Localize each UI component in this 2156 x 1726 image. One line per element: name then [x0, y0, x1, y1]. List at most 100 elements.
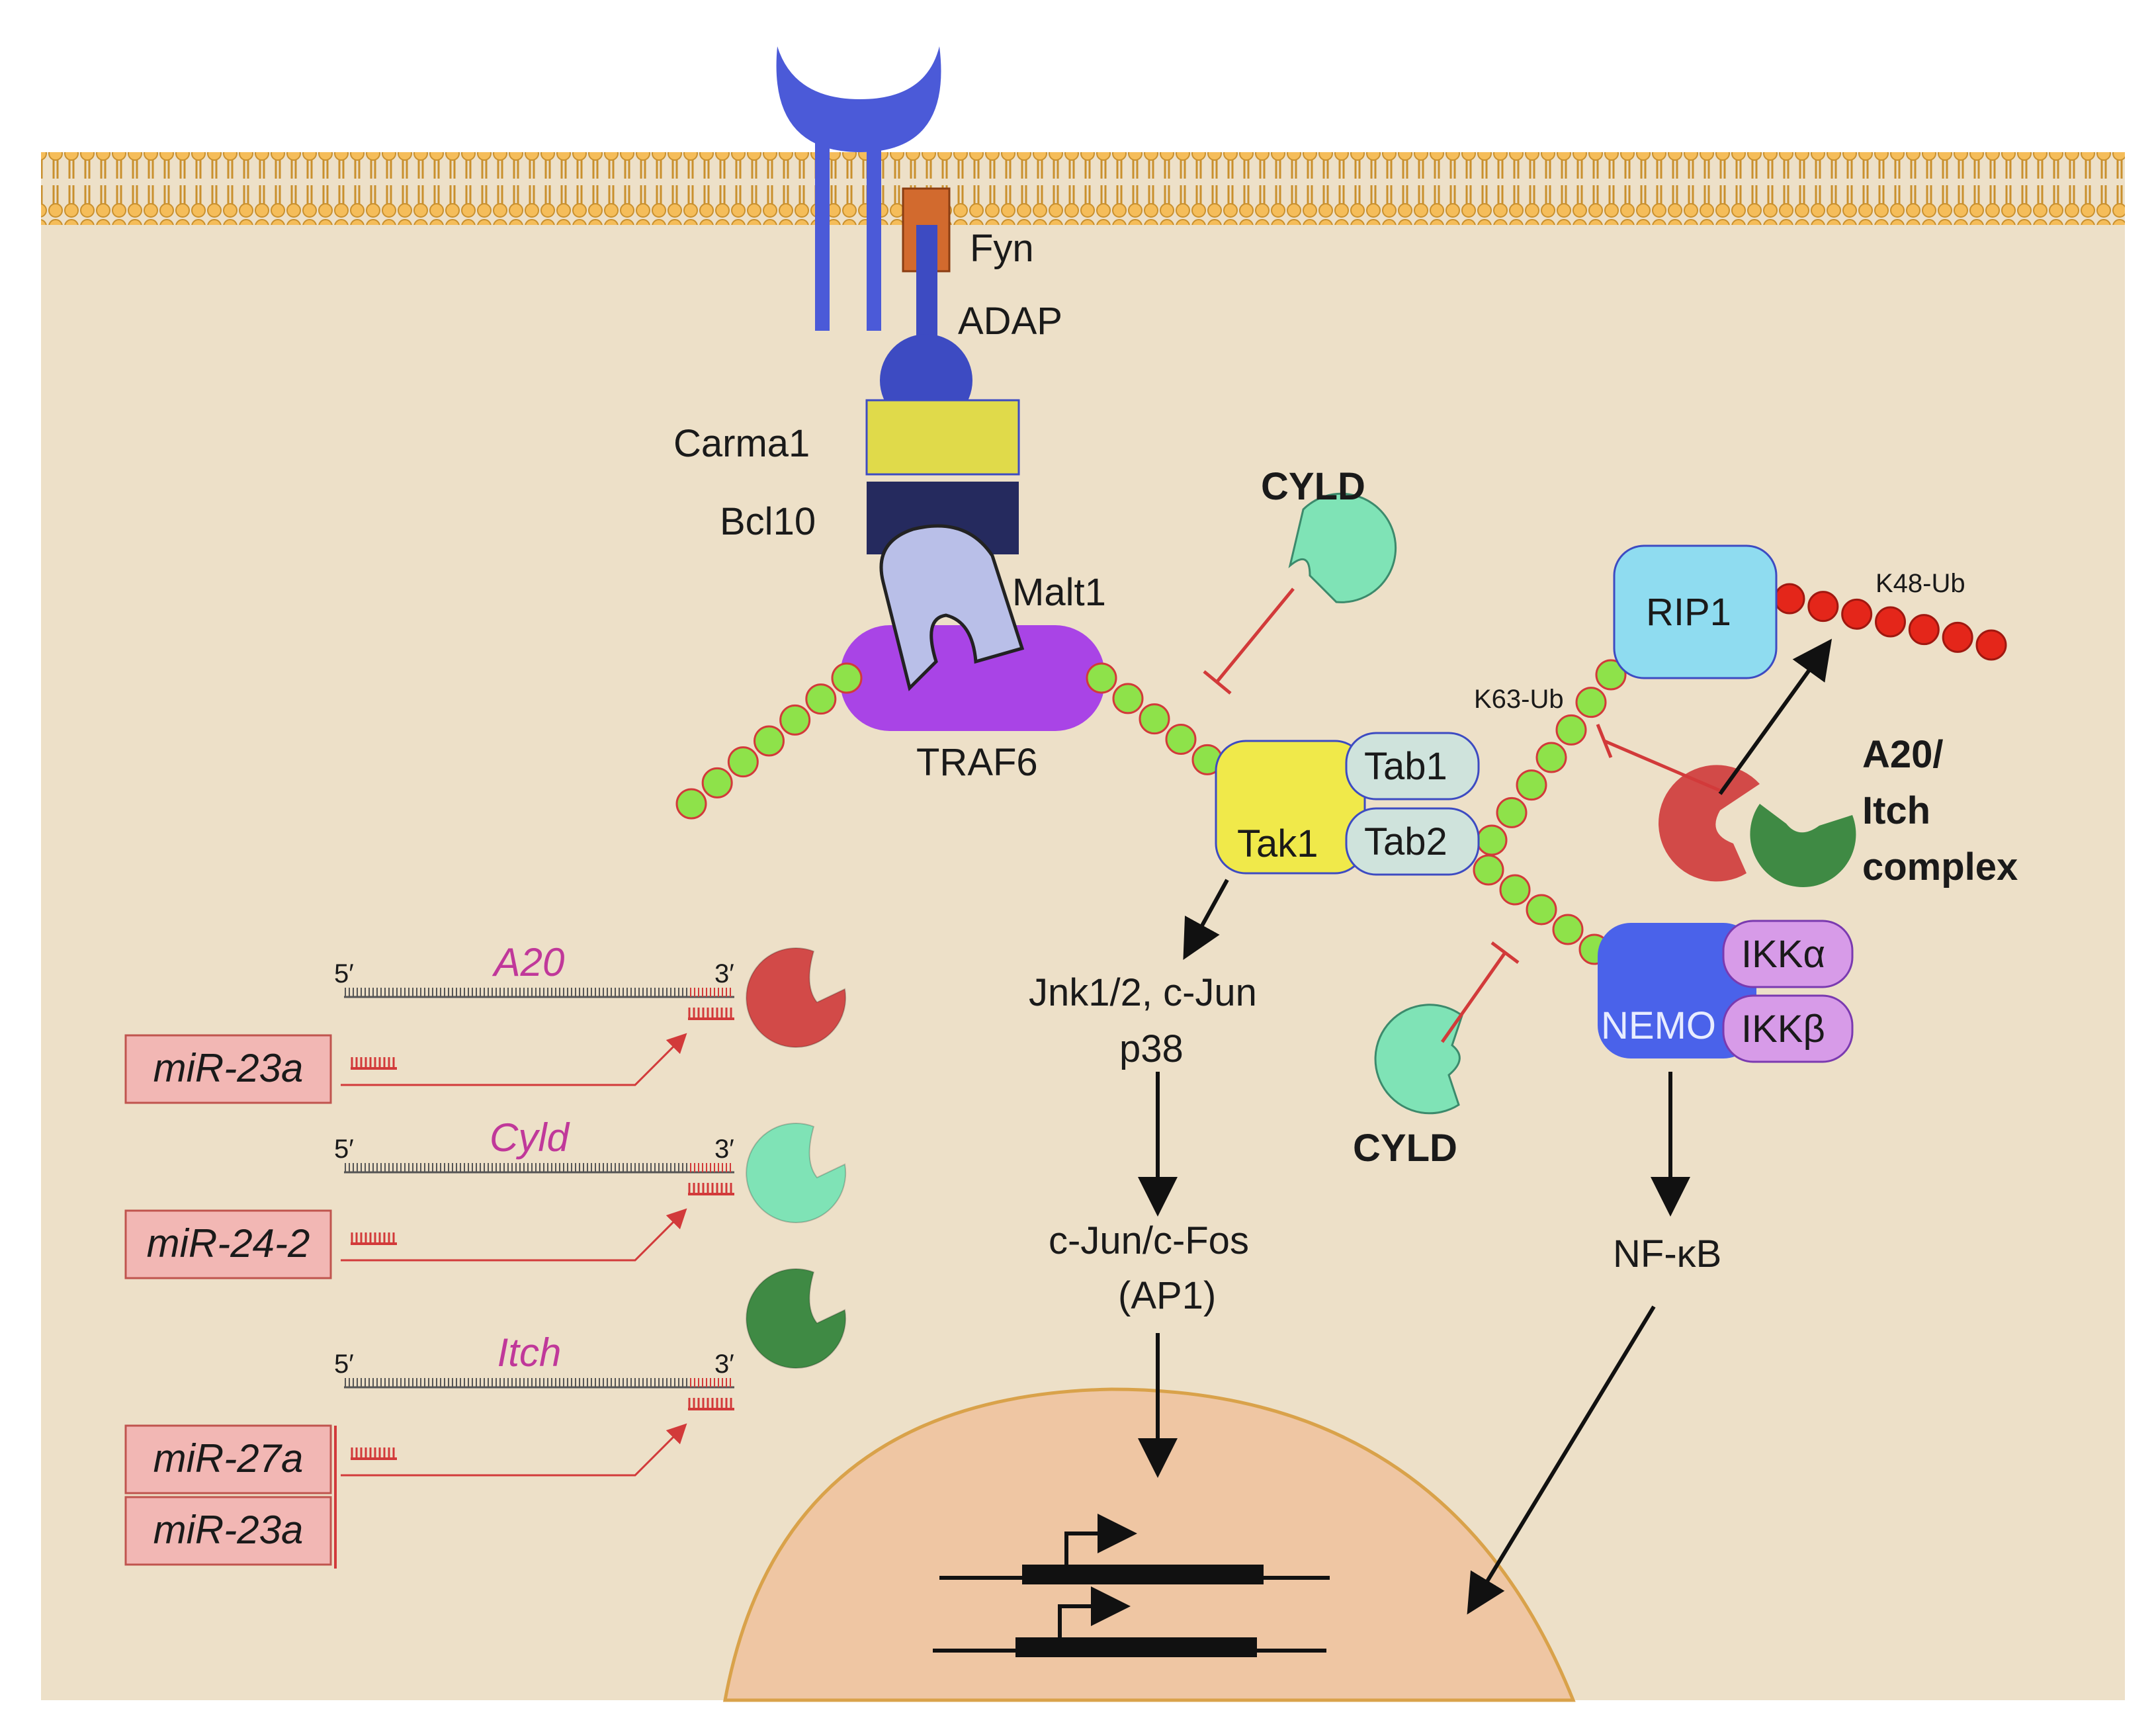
target-protein-a20 [746, 947, 847, 1048]
k63-ubiquitin-bead [1473, 854, 1504, 886]
ikk-alpha-label: IKKα [1741, 933, 1825, 976]
arrow-tak1-to-jnk [1183, 879, 1229, 961]
rip1-protein [1613, 544, 1778, 679]
tab1-label: Tab1 [1364, 745, 1447, 788]
k63-ubiquitin-bead [1575, 687, 1607, 718]
cyld-label-bottom: CYLD [1353, 1127, 1457, 1170]
mirna-box [124, 1424, 332, 1494]
a20-itch-label-line1: A20/ [1862, 733, 1944, 776]
adap-label: ADAP [958, 300, 1062, 343]
three-prime-label: 3′ [714, 1350, 734, 1379]
k63-ubiquitin-bead [1526, 894, 1557, 926]
k63-ubiquitin-bead [831, 662, 863, 694]
mirna-panel: 5′ 3′ A20 miR-23a 5′ 3′ Cyld miR-24-2 5′ 3′ Itch mi… [124, 940, 847, 1569]
k48-ubiquitin-bead [1908, 614, 1940, 646]
five-prime-label: 5′ [334, 1135, 354, 1164]
traf6-label: TRAF6 [916, 741, 1038, 784]
tcr-receptor [776, 46, 941, 331]
malt1-label: Malt1 [1012, 571, 1106, 614]
k63-ubiquitin-bead [805, 683, 837, 715]
k48-ubiquitin-bead [1774, 583, 1805, 615]
k63-ubiquitin-bead [1496, 797, 1528, 828]
five-prime-label: 5′ [334, 1350, 354, 1379]
k48-ubiquitin-bead [1942, 621, 1973, 653]
tab1-protein [1345, 732, 1480, 800]
target-protein-itch [746, 1268, 847, 1369]
inhibition-lines [1203, 587, 1721, 1043]
tak1-label: Tak1 [1237, 822, 1318, 865]
k48-ubiquitin-bead [1841, 598, 1873, 630]
mirna-box [124, 1496, 332, 1566]
gene-name-label: Cyld [490, 1115, 570, 1160]
mirna-label: miR-24-2 [147, 1221, 310, 1266]
ap1-label-line1: c-Jun/c-Fos [1049, 1219, 1249, 1262]
mirna-targeting-arrow [341, 1208, 687, 1262]
k63-ubiquitin-bead [1516, 769, 1547, 801]
mirna-box [124, 1034, 332, 1104]
mirna-targeting-arrow [341, 1033, 687, 1086]
gene-name-label: A20 [492, 940, 565, 984]
ikk-beta-label: IKKβ [1741, 1008, 1825, 1051]
fyn-label: Fyn [970, 227, 1034, 270]
carma1-protein [865, 399, 1020, 476]
nemo-protein [1598, 923, 1756, 1058]
k63-ubiquitin-bead [1535, 742, 1567, 773]
target-protein-cyld [746, 1123, 847, 1223]
plasma-membrane [41, 152, 2125, 225]
a20-itch-label-line3: complex [1862, 845, 2018, 888]
k63-ubiquitin-bead [1595, 659, 1627, 691]
mirna-targeting-arrow [341, 1423, 687, 1477]
mirna-label: miR-23a [153, 1046, 304, 1090]
k63-ubiquitin-bead [1552, 914, 1584, 945]
k63-ubiquitin-bead [1139, 703, 1170, 735]
tab2-label: Tab2 [1364, 820, 1447, 863]
k63-ubiquitin-bead [1112, 683, 1144, 714]
k48-ubiquitin-bead [1807, 591, 1839, 623]
k48-ub-label: K48-Ub [1876, 569, 1965, 598]
three-prime-label: 3′ [714, 959, 734, 988]
jnk-label-line1: Jnk1/2, c-Jun [1029, 971, 1257, 1014]
k63-ubiquitin-bead [779, 704, 811, 736]
arrow-a20-to-k48 [1718, 638, 1833, 795]
arrow-nfkb-to-nucleus [1467, 1305, 1656, 1615]
k63-ubiquitin-bead [1499, 874, 1531, 906]
nemo-label: NEMO [1601, 1004, 1716, 1047]
mirna-label: miR-23a [153, 1508, 304, 1552]
k48-ubiquitin-bead [1975, 629, 2007, 661]
carma1-label: Carma1 [673, 422, 810, 465]
tak1-protein [1215, 740, 1366, 875]
rip1-label: RIP1 [1646, 591, 1731, 634]
k63-ubiquitin-bead [1086, 662, 1117, 694]
five-prime-label: 5′ [334, 959, 354, 988]
k63-ubiquitin-bead [1165, 724, 1197, 755]
three-prime-label: 3′ [714, 1135, 734, 1164]
k63-ubiquitin-bead [1555, 714, 1587, 746]
gene-name-label: Itch [497, 1330, 562, 1375]
itch-protein [1750, 804, 1856, 888]
a20-protein [1659, 765, 1760, 882]
k63-ubiquitin-bead [727, 746, 759, 778]
mirna-row-cyld: 5′ 3′ Cyld miR-24-2 [124, 1115, 847, 1279]
k63-ubiquitin-bead [1476, 824, 1508, 856]
cyld-protein-top [1288, 492, 1397, 603]
nucleus [723, 1387, 1576, 1702]
ap1-label-line2: (AP1) [1118, 1274, 1216, 1317]
tab2-protein [1345, 807, 1480, 876]
ikk-beta-protein [1722, 994, 1854, 1063]
mirna-label: miR-27a [153, 1436, 304, 1481]
ikk-alpha-protein [1722, 920, 1854, 988]
cyld-label-top: CYLD [1261, 465, 1365, 508]
mirna-row-a20: 5′ 3′ A20 miR-23a [124, 940, 847, 1104]
cyld-protein-bottom [1374, 1004, 1463, 1115]
k63-ubiquitin-bead [675, 788, 707, 820]
bcl10-label: Bcl10 [720, 500, 816, 543]
mirna-box [124, 1209, 332, 1279]
malt1-protein [879, 524, 1025, 691]
nfkb-label: NF-κB [1613, 1232, 1721, 1275]
jnk-label-line2: p38 [1119, 1027, 1184, 1070]
mirna-row-itch: 5′ 3′ Itch miR-27a miR-23a [124, 1268, 847, 1569]
gene-loci [933, 1514, 1330, 1657]
k63-ubiquitin-bead [701, 767, 733, 798]
k48-ubiquitin-bead [1875, 606, 1906, 638]
a20-itch-label-line2: Itch [1862, 789, 1930, 832]
